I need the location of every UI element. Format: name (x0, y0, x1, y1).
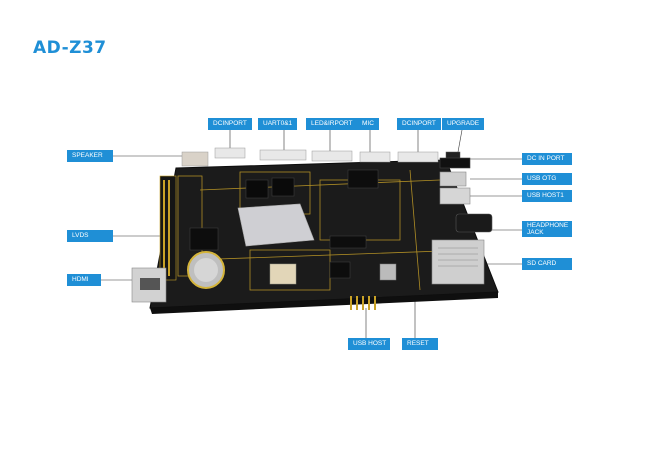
label-headphone-jack-line1: HEADPHONE (527, 222, 569, 229)
label-dcinport-top-left: DCINPORT (208, 118, 252, 130)
label-usb-host: USB HOST (348, 338, 390, 350)
label-upgrade: UPGRADE (442, 118, 485, 130)
label-uart: UART0&1 (258, 118, 298, 130)
headphone-jack (455, 213, 493, 233)
label-speaker: SPEAKER (67, 150, 113, 162)
label-led-irport: LED&IRPORT (306, 118, 358, 130)
dc-in-jack (439, 157, 471, 169)
ram-chip-1 (245, 179, 269, 199)
speaker-connector (181, 151, 209, 167)
ram-chip-2 (271, 177, 295, 197)
label-usb-otg: USB OTG (522, 173, 572, 185)
label-sd-card: SD CARD (522, 258, 572, 270)
sd-card-text-lines (438, 247, 478, 267)
label-mic: MIC (357, 118, 379, 130)
usb-host1-port (439, 187, 471, 205)
small-chip (329, 261, 351, 279)
leader-lines (100, 129, 522, 340)
label-usb-host1: USB HOST1 (522, 190, 572, 202)
label-headphone-jack-line2: JACK (527, 229, 544, 236)
label-hdmi: HDMI (67, 274, 101, 286)
sd-card-slot (431, 239, 485, 285)
emmc-chip (189, 227, 219, 251)
page-title: AD-Z37 (33, 38, 107, 58)
label-dc-in-port: DC IN PORT (522, 153, 572, 165)
wifi-module (269, 263, 297, 285)
usb-otg-port (439, 171, 467, 187)
label-lvds: LVDS (67, 230, 113, 242)
heatsink (237, 203, 315, 247)
reset-button (379, 263, 397, 281)
lvds-pins (163, 180, 170, 276)
top-connectors (214, 147, 439, 163)
label-reset: RESET (402, 338, 438, 350)
ic-chip (329, 235, 367, 249)
pmic-chip (347, 169, 379, 189)
label-dcinport-top-right: DCINPORT (397, 118, 441, 130)
usb-host-pins (350, 296, 376, 310)
